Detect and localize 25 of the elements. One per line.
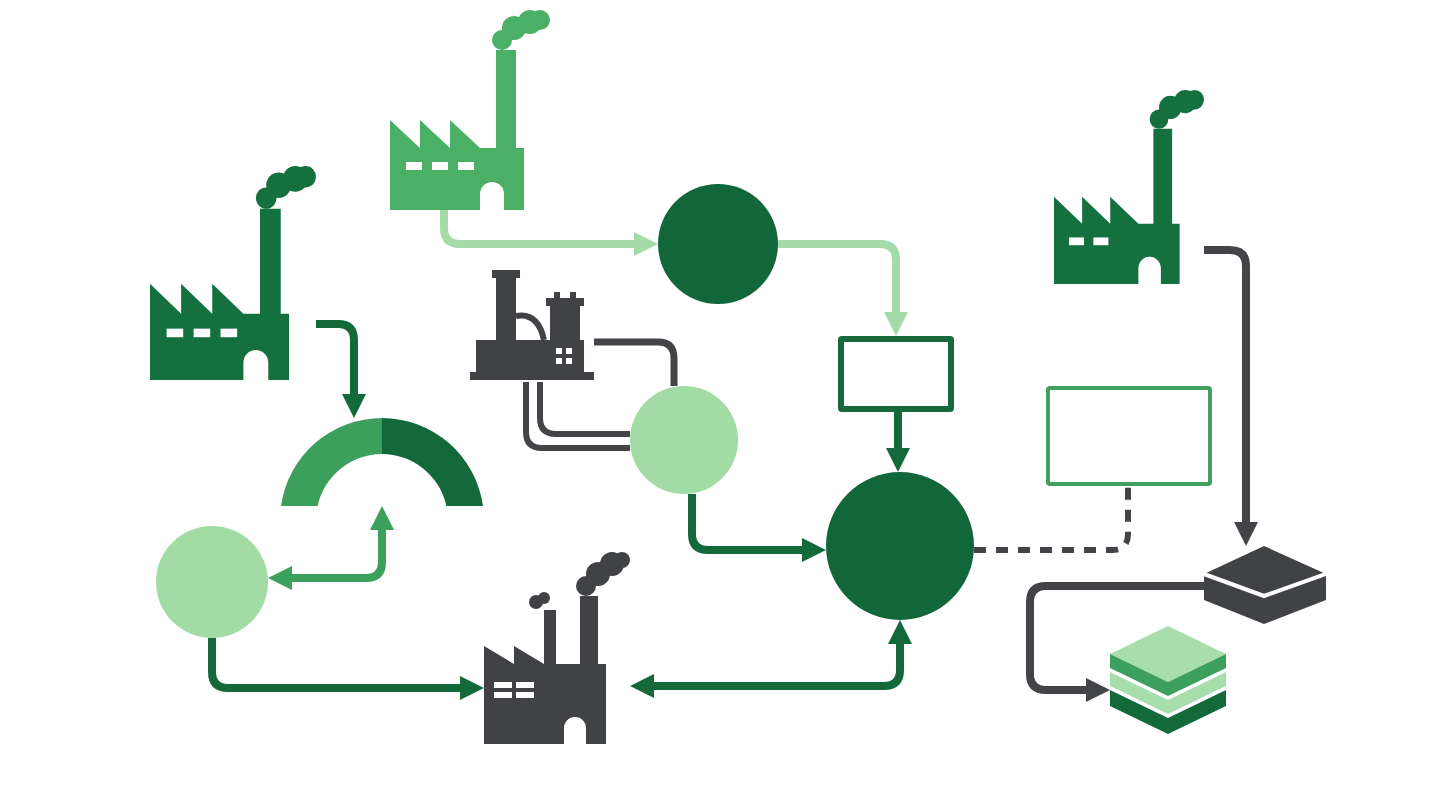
half-ring <box>280 418 484 506</box>
factory-icon <box>390 10 550 210</box>
factory-icon <box>1054 90 1204 284</box>
arrow <box>688 494 826 562</box>
double-arrow <box>630 620 912 698</box>
arrow <box>778 240 908 336</box>
circle-node <box>630 386 738 494</box>
factory-icon <box>484 550 630 744</box>
outline-frame <box>1046 386 1212 486</box>
arrow <box>316 320 366 418</box>
industrial-plant-icon <box>470 268 594 382</box>
arrow <box>886 412 910 472</box>
arrow <box>1026 582 1204 702</box>
arrow <box>1204 246 1258 546</box>
arrow <box>208 638 484 700</box>
factory-icon <box>150 166 316 380</box>
layer-stack-icon <box>1110 626 1226 734</box>
connector-line <box>594 338 678 386</box>
connector-line <box>523 382 630 451</box>
dashed-connector-line <box>974 486 1131 553</box>
arrow <box>440 210 658 256</box>
double-arrow <box>268 506 394 590</box>
connector-line <box>537 382 630 437</box>
outline-frame <box>838 336 954 412</box>
slab-icon <box>1204 546 1326 624</box>
